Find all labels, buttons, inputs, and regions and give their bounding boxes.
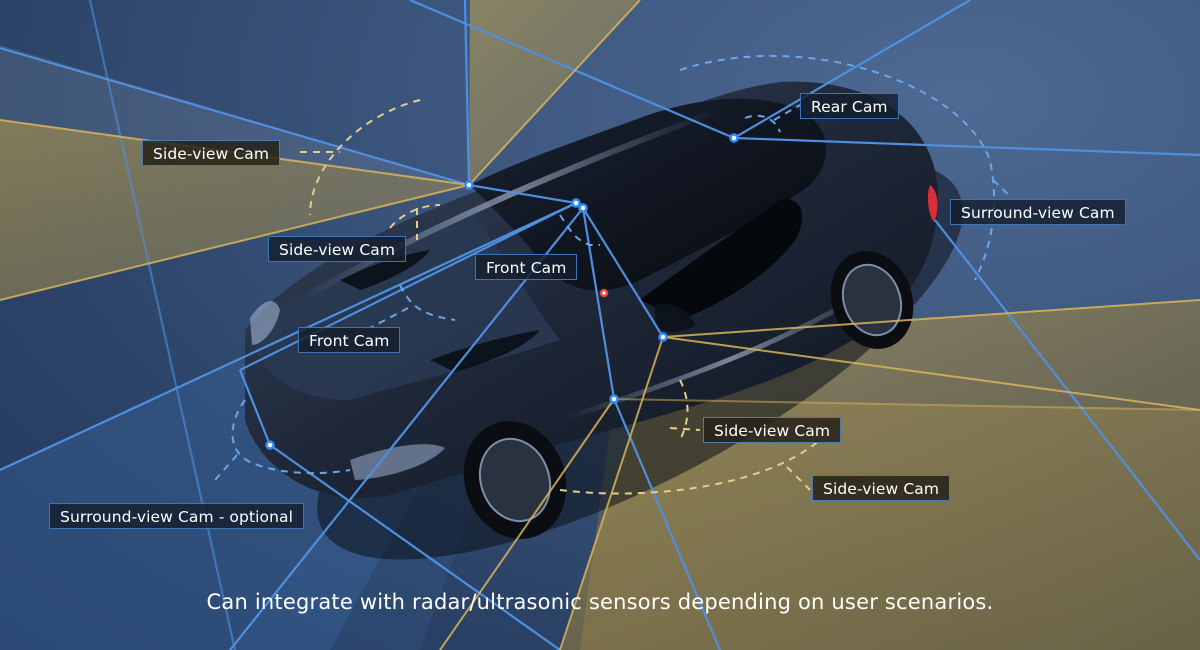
camera-node-front-2 bbox=[578, 203, 588, 213]
label-front-cam-1: Front Cam bbox=[475, 254, 578, 280]
camera-node-rear bbox=[729, 133, 739, 143]
dashed-arcs-blue bbox=[214, 54, 1013, 481]
dashed-arcs-yellow bbox=[300, 99, 821, 495]
label-surround-view-cam-optional: Surround-view Cam - optional bbox=[49, 503, 305, 529]
label-front-cam-2: Front Cam bbox=[298, 327, 401, 353]
radar-sensor-dot bbox=[599, 288, 609, 298]
camera-node-side-right-1 bbox=[658, 332, 668, 342]
camera-node-surround-optional bbox=[265, 440, 275, 450]
camera-node-front-1 bbox=[571, 198, 581, 208]
label-rear-cam: Rear Cam bbox=[800, 93, 899, 119]
camera-node-side-left bbox=[464, 180, 474, 190]
label-side-view-cam-left-front: Side-view Cam bbox=[268, 236, 407, 262]
caption: Can integrate with radar/ultrasonic sens… bbox=[206, 590, 994, 614]
label-surround-view-cam-rear: Surround-view Cam bbox=[950, 199, 1126, 225]
label-side-view-cam-right-2: Side-view Cam bbox=[812, 475, 951, 501]
label-side-view-cam-left-rear: Side-view Cam bbox=[142, 140, 281, 166]
camera-nodes bbox=[265, 133, 739, 450]
label-side-view-cam-right-1: Side-view Cam bbox=[703, 417, 842, 443]
fov-side-right-2 bbox=[580, 399, 1200, 650]
fov-side-left-rear bbox=[0, 120, 469, 300]
camera-node-side-right-2 bbox=[609, 394, 619, 404]
